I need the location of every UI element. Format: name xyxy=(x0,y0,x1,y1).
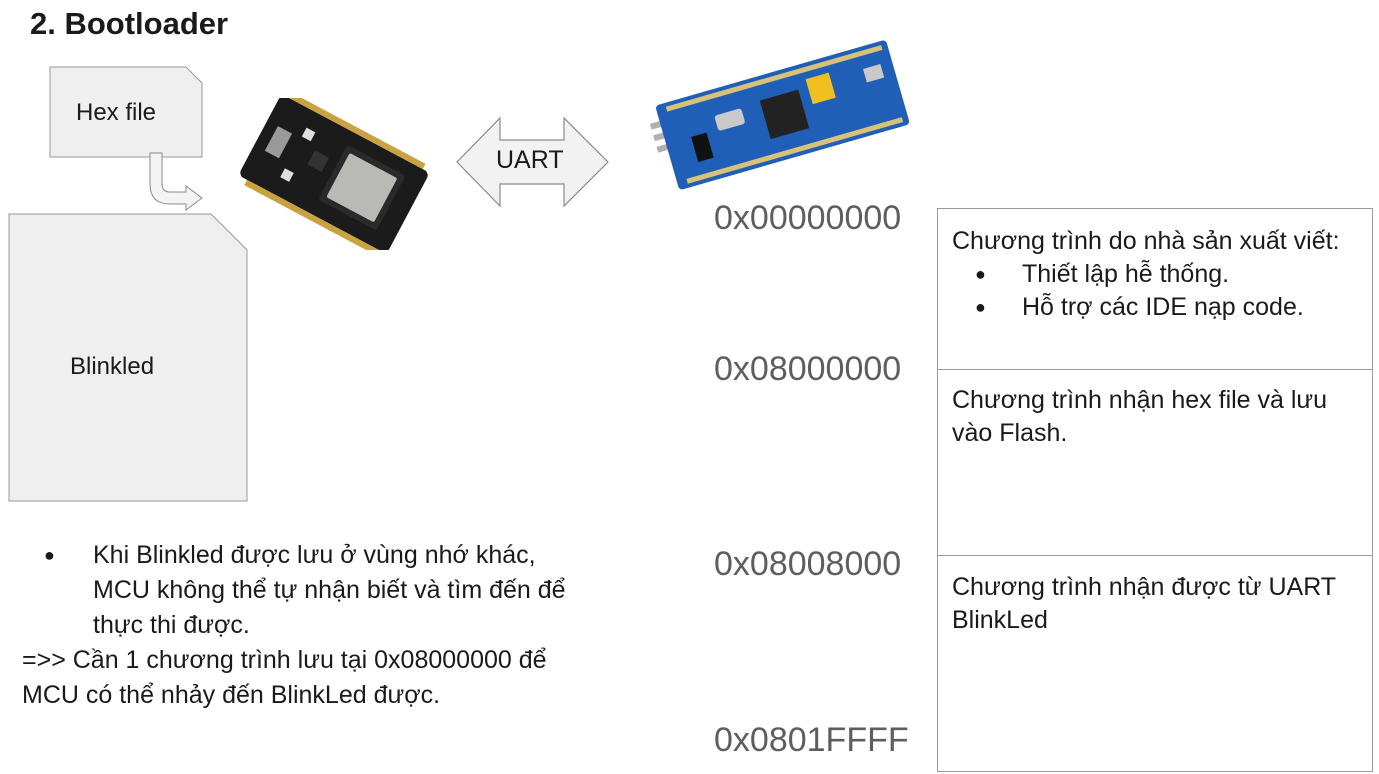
vendor-section-list: Thiết lập hễ thống. Hỗ trợ các IDE nạp c… xyxy=(952,258,1362,324)
blinkled-label: Blinkled xyxy=(70,353,155,380)
uart-double-arrow xyxy=(456,116,609,208)
memory-map: Chương trình do nhà sản xuất viết: Thiết… xyxy=(937,208,1373,772)
address-0x0801FFFF: 0x0801FFFF xyxy=(714,721,909,759)
memory-divider xyxy=(938,555,1372,556)
memory-divider xyxy=(938,369,1372,370)
note-conclusion: =>> Cần 1 chương trình lưu tại 0x0800000… xyxy=(22,646,547,709)
list-item: Thiết lập hễ thống. xyxy=(975,258,1362,291)
memory-section-blinkled: Chương trình nhận được từ UART BlinkLed xyxy=(952,573,1336,634)
memory-section-vendor: Chương trình do nhà sản xuất viết: Thiết… xyxy=(952,225,1362,324)
address-0x08000000: 0x08000000 xyxy=(714,350,902,388)
blinkled-document xyxy=(8,213,248,502)
stm32-board-image xyxy=(649,40,910,190)
page-title: 2. Bootloader xyxy=(30,6,229,41)
esp32-board-image xyxy=(240,98,428,250)
memory-section-bootloader: Chương trình nhận hex file và lưu vào Fl… xyxy=(952,386,1328,447)
address-0x00000000: 0x00000000 xyxy=(714,199,902,237)
list-item: Hỗ trợ các IDE nạp code. xyxy=(975,291,1362,324)
uart-label: UART xyxy=(496,146,564,174)
notes: Khi Blinkled được lưu ở vùng nhớ khác, M… xyxy=(22,538,622,713)
hex-file-document xyxy=(49,66,203,158)
vendor-section-text: Chương trình do nhà sản xuất viết: xyxy=(952,227,1340,255)
note-bullet: Khi Blinkled được lưu ở vùng nhớ khác, M… xyxy=(22,538,573,643)
hex-file-label: Hex file xyxy=(76,99,157,126)
address-0x08008000: 0x08008000 xyxy=(714,545,902,583)
bent-arrow-icon xyxy=(149,152,203,211)
